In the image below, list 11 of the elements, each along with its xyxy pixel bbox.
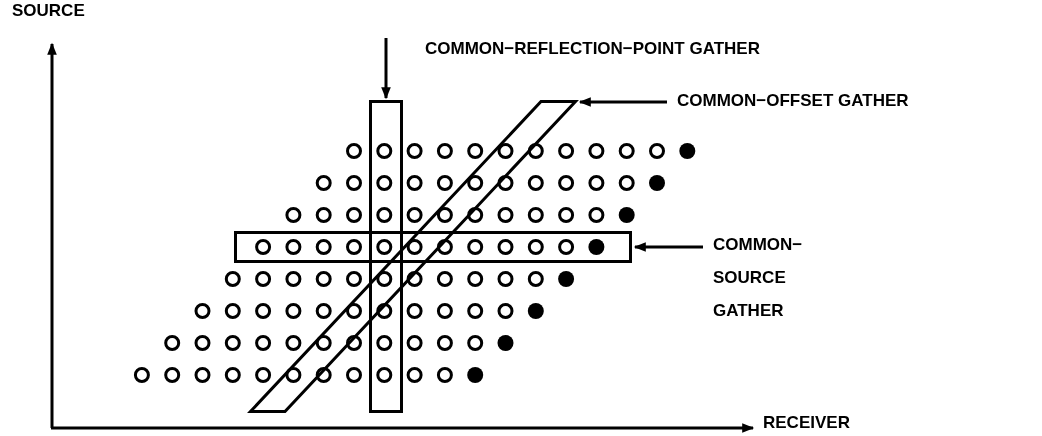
callout-text: COMMON−REFLECTION−POINT GATHER xyxy=(380,32,760,65)
axis-label: RECEIVER xyxy=(763,412,850,434)
callout-text: COMMON− SOURCE GATHER xyxy=(713,228,853,327)
axis-label: SOURCE xyxy=(12,0,85,22)
gather-box xyxy=(369,100,403,413)
leader-arrow xyxy=(381,38,391,100)
leader-arrow xyxy=(633,242,703,252)
callout-text: COMMON−OFFSET GATHER xyxy=(677,84,909,117)
gather-box xyxy=(234,231,632,263)
gather-parallelogram xyxy=(249,100,577,413)
leader-arrow xyxy=(578,97,667,107)
